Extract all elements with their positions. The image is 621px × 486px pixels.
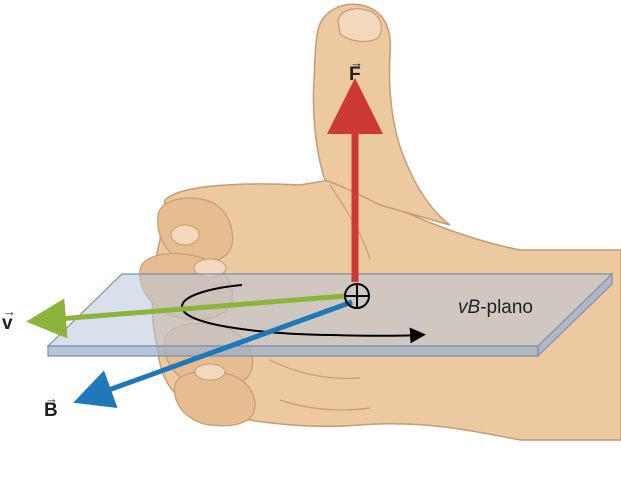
circle-plus-icon	[344, 283, 370, 309]
field-arrow	[73, 299, 353, 409]
velocity-arrow	[26, 293, 346, 339]
field-label: → B	[44, 391, 58, 421]
vector-arrow-icon: →	[45, 391, 58, 406]
rotation-arrow	[181, 284, 426, 344]
plane-label: vB-plano	[458, 297, 534, 318]
hand-illustration	[139, 3, 621, 441]
vector-arrow-icon: →	[350, 55, 363, 70]
force-label: → F	[349, 55, 363, 85]
vector-arrow-icon: →	[3, 304, 16, 319]
velocity-label: → v	[2, 304, 16, 334]
